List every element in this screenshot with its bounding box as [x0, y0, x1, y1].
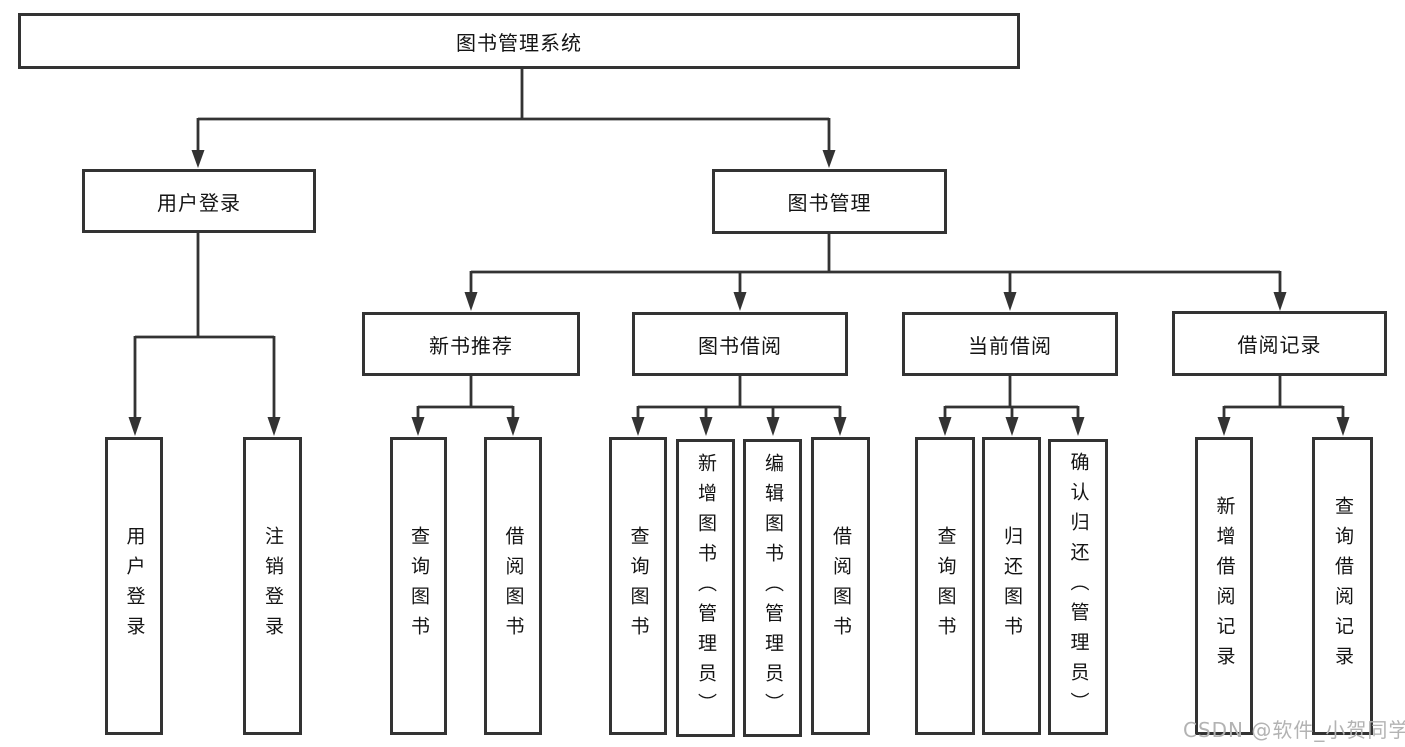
leaf-newbook-borrow-books: 借阅图书 — [484, 437, 542, 735]
leaf-current-confirm-return-admin-label: 确认归还（管理员） — [1067, 452, 1090, 722]
node-current-borrowing: 当前借阅 — [902, 312, 1118, 376]
leaf-borrowing-query-books-label: 查询图书 — [627, 526, 650, 646]
leaf-record-add-borrow-record-label: 新增借阅记录 — [1213, 496, 1236, 676]
node-book-borrowing: 图书借阅 — [632, 312, 848, 376]
arrowhead-br-query — [1336, 417, 1350, 436]
node-new-book-recommend-label: 新书推荐 — [429, 333, 513, 358]
node-root-system: 图书管理系统 — [18, 13, 1020, 69]
arrowhead-book-borrow — [733, 292, 747, 311]
leaf-borrowing-edit-books-admin-label: 编辑图书（管理员） — [762, 453, 784, 723]
leaf-borrowing-edit-books-admin: 编辑图书（管理员） — [743, 439, 802, 737]
leaf-current-query-books: 查询图书 — [915, 437, 975, 735]
leaf-borrowing-add-books-admin-label: 新增图书（管理员） — [695, 453, 717, 723]
leaf-current-return-books: 归还图书 — [982, 437, 1041, 735]
node-root-system-label: 图书管理系统 — [456, 30, 582, 55]
node-new-book-recommend: 新书推荐 — [362, 312, 580, 376]
node-book-management-label: 图书管理 — [787, 191, 872, 215]
leaf-user-login-label: 用户登录 — [123, 526, 146, 646]
leaf-record-add-borrow-record: 新增借阅记录 — [1195, 437, 1253, 735]
leaf-current-query-books-label: 查询图书 — [934, 526, 957, 646]
arrowhead-bb-add — [699, 417, 713, 436]
leaf-newbook-query-books-label: 查询图书 — [408, 526, 430, 646]
arrowhead-nb-borrow — [506, 417, 520, 436]
leaf-borrowing-add-books-admin: 新增图书（管理员） — [676, 439, 735, 737]
arrowhead-new-book — [464, 292, 478, 311]
leaf-borrowing-borrow-books: 借阅图书 — [811, 437, 870, 735]
arrowhead-bb-query — [631, 417, 645, 436]
leaf-logout: 注销登录 — [243, 437, 302, 735]
leaf-newbook-query-books: 查询图书 — [390, 437, 447, 735]
node-current-borrowing-label: 当前借阅 — [968, 333, 1052, 358]
leaf-user-login: 用户登录 — [105, 437, 163, 735]
node-user-login: 用户登录 — [82, 169, 316, 233]
arrowhead-book-mgmt — [822, 150, 836, 168]
node-book-borrowing-label: 图书借阅 — [698, 333, 782, 358]
arrowhead-leaf-logout — [267, 417, 281, 436]
leaf-record-query-borrow-record: 查询借阅记录 — [1312, 437, 1373, 735]
arrowhead-cb-query — [938, 417, 952, 436]
node-user-login-label: 用户登录 — [157, 190, 241, 215]
arrowhead-user-login — [191, 150, 205, 168]
arrowhead-cb-confirm — [1071, 417, 1085, 436]
leaf-borrowing-borrow-books-label: 借阅图书 — [830, 526, 852, 646]
arrowhead-br-add — [1217, 417, 1231, 436]
node-book-management: 图书管理 — [712, 169, 947, 234]
arrowhead-nb-query — [411, 417, 425, 436]
leaf-current-confirm-return-admin: 确认归还（管理员） — [1048, 439, 1108, 735]
arrowhead-cb-return — [1005, 417, 1019, 436]
node-borrowing-records-label: 借阅记录 — [1237, 333, 1322, 357]
leaf-current-return-books-label: 归还图书 — [1001, 526, 1023, 646]
leaf-record-query-borrow-record-label: 查询借阅记录 — [1332, 496, 1354, 676]
arrowhead-bb-edit — [766, 417, 780, 436]
leaf-borrowing-query-books: 查询图书 — [609, 437, 667, 735]
leaf-newbook-borrow-books-label: 借阅图书 — [502, 526, 525, 646]
csdn-watermark: CSDN @软件_小贺同学 — [1183, 718, 1405, 742]
arrowhead-current-borrow — [1003, 292, 1017, 311]
leaf-logout-label: 注销登录 — [262, 526, 284, 646]
arrowhead-borrow-record — [1273, 292, 1287, 311]
arrowhead-leaf-login — [128, 417, 142, 436]
node-borrowing-records: 借阅记录 — [1172, 311, 1387, 376]
arrowhead-bb-borrow — [833, 417, 847, 436]
